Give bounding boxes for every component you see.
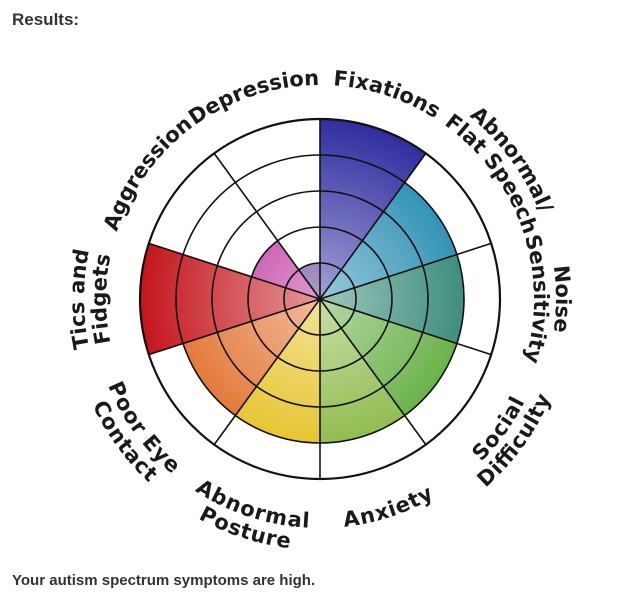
label-anxiety: Anxiety: [342, 481, 437, 532]
sector-poor-eye-contact: [183, 299, 320, 416]
chart-grid: [138, 117, 502, 481]
sector-abnormal-posture: [235, 299, 320, 443]
sector-fixations: [320, 119, 426, 299]
results-heading: Results:: [12, 10, 80, 29]
sector-aggression: [251, 240, 320, 299]
label-noise-sensitivity-line-2: Sensitivity: [520, 232, 553, 366]
grid-spoke-7: [213, 298, 321, 446]
grid-spoke-4: [319, 298, 492, 356]
grid-spoke-9: [148, 242, 321, 300]
label-noise-sensitivity-line-1: Noise: [549, 264, 575, 334]
sector-abnormal-flat-speech: [320, 182, 457, 299]
sector-depression: [298, 263, 320, 299]
grid-spoke-10: [213, 152, 321, 300]
results-summary: Your autism spectrum symptoms are high.: [12, 572, 316, 589]
grid-spoke-3: [319, 242, 492, 300]
sector-social-difficulty: [320, 299, 457, 416]
sector-anxiety: [320, 299, 405, 443]
grid-spoke-5: [319, 298, 427, 446]
label-fixations: Fixations: [333, 66, 445, 122]
grid-spoke-8: [148, 298, 321, 356]
grid-spoke-2: [319, 152, 427, 300]
label-tics-and-fidgets-line-2: Fidgets: [87, 252, 115, 347]
sector-tics-and-fidgets: [140, 243, 320, 355]
